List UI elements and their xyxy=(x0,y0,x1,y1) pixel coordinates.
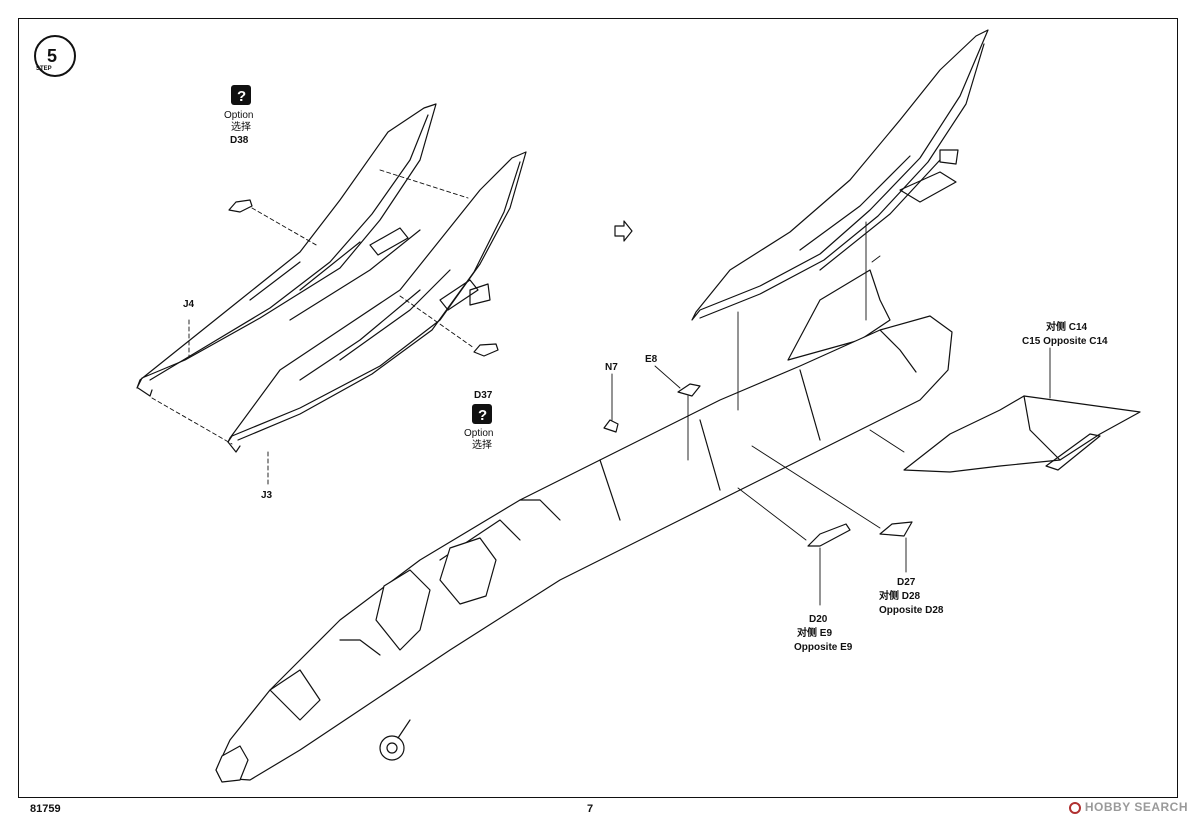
right-wing xyxy=(691,29,989,321)
kit-number: 81759 xyxy=(30,803,61,815)
part-label-d20: D20 xyxy=(809,614,828,625)
part-d20 xyxy=(807,523,851,547)
left-wing-lower xyxy=(227,151,527,453)
part-label-c14: 对侧 C14 xyxy=(1046,320,1088,333)
option-question-icon xyxy=(472,404,492,424)
arrow-right-icon xyxy=(614,220,633,242)
part-d27 xyxy=(879,521,913,537)
step-number: 5 xyxy=(47,46,57,66)
part-label-e9-en: Opposite E9 xyxy=(794,642,853,653)
part-label-c15: C15 Opposite C14 xyxy=(1022,336,1108,347)
watermark: HOBBY SEARCH xyxy=(1068,800,1188,814)
part-label-d27: D27 xyxy=(897,577,916,588)
option-question-icon xyxy=(231,85,251,105)
part-label-e8: E8 xyxy=(645,354,658,365)
part-e8 xyxy=(677,383,701,397)
part-d37 xyxy=(473,343,499,357)
option-label-en: Option xyxy=(224,110,253,121)
part-label-j4: J4 xyxy=(183,299,195,310)
page-number: 7 xyxy=(587,803,594,815)
part-label-d37: D37 xyxy=(474,390,493,401)
part-d38 xyxy=(228,199,253,213)
part-label-d28-zh: 对侧 D28 xyxy=(879,589,921,602)
cockpit xyxy=(339,537,497,656)
watermark-text: HOBBY SEARCH xyxy=(1084,800,1188,814)
step-badge xyxy=(34,35,76,77)
part-n7 xyxy=(603,419,619,433)
part-label-d28-en: Opposite D28 xyxy=(879,605,944,616)
attach-lines-left xyxy=(151,169,475,486)
part-label-j3: J3 xyxy=(261,490,273,501)
step-word: STEP xyxy=(36,66,52,72)
part-label-d38: D38 xyxy=(230,135,249,146)
left-wing-upper xyxy=(136,103,437,397)
part-label-n7: N7 xyxy=(605,362,618,373)
option-label-en: Option xyxy=(464,428,493,439)
page-frame xyxy=(18,18,1178,798)
part-label-e9-zh: 对侧 E9 xyxy=(797,626,832,639)
fuselage xyxy=(215,315,953,783)
horizontal-stabilizer xyxy=(903,395,1141,473)
nose-landing-gear xyxy=(379,719,411,761)
option-question-glyph: ? xyxy=(237,88,246,105)
option-label-zh: 选择 xyxy=(231,120,251,133)
leader-lines xyxy=(611,221,1051,606)
option-question-glyph: ? xyxy=(478,407,487,424)
watermark-logo-icon xyxy=(1068,802,1081,814)
option-label-zh: 选择 xyxy=(472,438,492,451)
